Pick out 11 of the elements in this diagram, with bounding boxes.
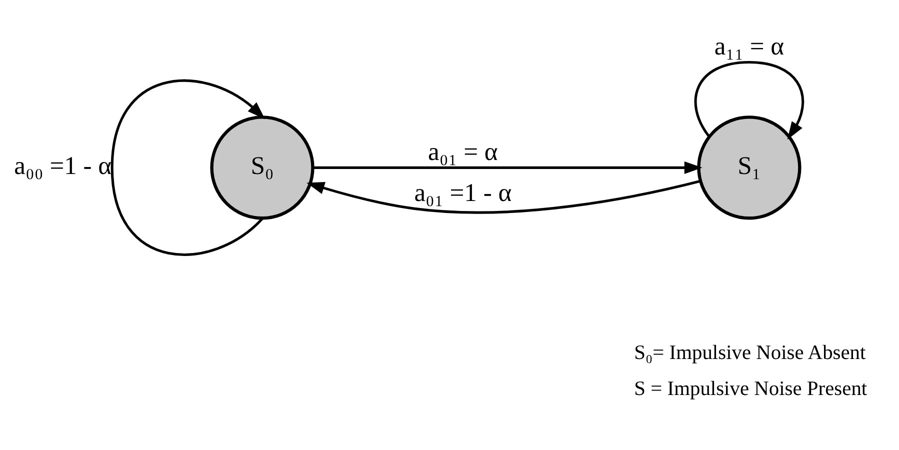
arrow: [313, 160, 702, 174]
label: S = Impulsive Noise Present: [634, 377, 868, 400]
node-circle: S₀: [210, 115, 314, 220]
arrow: [694, 60, 804, 140]
edge-label: a₀₁ = α: [428, 136, 498, 166]
edge-label: a₀₀ =1 - α: [14, 150, 112, 180]
edge-label: a₁₁ = α: [714, 31, 784, 60]
label: S₀= Impulsive Noise Absent: [634, 342, 866, 364]
arrow: [110, 79, 266, 256]
edge-label: a₀₁ =1 - α: [414, 177, 512, 206]
arrow: [306, 179, 701, 214]
